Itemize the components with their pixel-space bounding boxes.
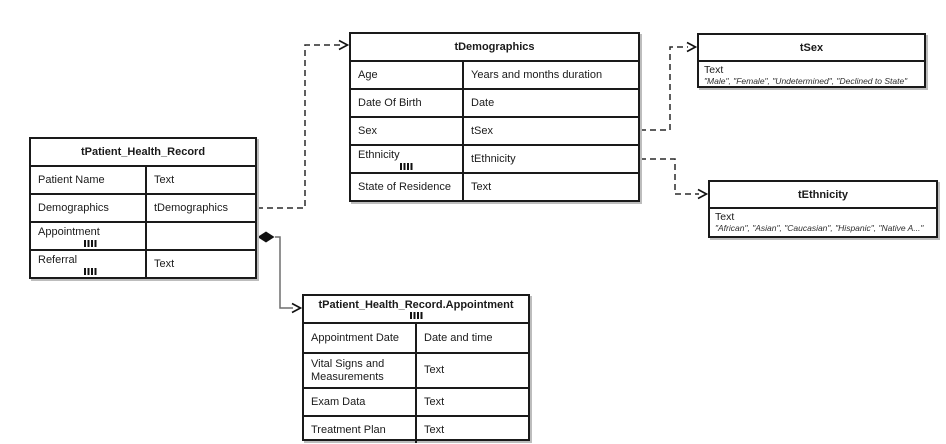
table-title: tPatient_Health_Record.Appointment [304,296,528,324]
field-name: Appointment Date [304,324,417,352]
base-type: Text [715,211,735,223]
table-row: Patient Name Text [31,167,255,193]
aggregation-diamond-icon [257,231,275,243]
table-row: Demographics tDemographics [31,193,255,221]
enum-values: "Male", "Female", "Undetermined", "Decli… [704,76,908,86]
field-type [147,223,255,249]
field-type: tDemographics [154,201,228,214]
arrow-icon [338,39,350,51]
table-row: State of Residence Text [351,172,638,200]
field-name: Referral [31,251,147,277]
arrow-icon [686,41,698,53]
repeat-icon [84,239,97,247]
table-title-label: tPatient_Health_Record.Appointment [318,299,514,311]
field-type: Date and time [424,331,493,344]
field-name-label: Appointment [38,225,100,238]
repeat-icon [409,312,423,319]
field-name: Vital Signs and Measurements [304,354,417,387]
field-type: Date [471,96,495,109]
field-name: Ethnicity [351,146,464,172]
field-name: Date Of Birth [351,90,464,116]
table-tpatient-health-record: tPatient_Health_Record Patient Name Text… [29,137,257,279]
connector-sex-line [640,46,688,131]
field-name: Treatment Plan [304,417,417,443]
arrow-icon [291,302,303,314]
type-body: Text "African", "Asian", "Caucasian", "H… [710,209,936,236]
enum-values: "African", "Asian", "Caucasian", "Hispan… [715,223,924,233]
repeat-icon [84,267,97,275]
field-type: Text [424,423,445,436]
field-name: State of Residence [351,174,464,200]
table-row: Vital Signs and Measurements Text [304,352,528,387]
field-type: tEthnicity [471,152,516,165]
base-type: Text [704,64,724,76]
field-name: Patient Name [31,167,147,193]
field-type: tSex [471,124,494,137]
arrow-icon [697,188,709,200]
field-name: Demographics [31,195,147,221]
table-title: tPatient_Health_Record [31,139,255,167]
field-name: Exam Data [304,389,417,415]
field-name-label: Ethnicity [358,148,400,161]
field-type: Text [154,173,175,186]
table-row: Treatment Plan Text [304,415,528,443]
table-tethnicity: tEthnicity Text "African", "Asian", "Cau… [708,180,938,238]
table-row: Exam Data Text [304,387,528,415]
table-tsex: tSex Text "Male", "Female", "Undetermine… [697,33,926,88]
table-title: tEthnicity [710,182,936,209]
field-name: Age [351,62,464,88]
field-name-label: Referral [38,253,78,266]
field-type: Text [424,364,445,376]
table-row: Referral Text [31,249,255,277]
table-row: Ethnicity tEthnicity [351,144,638,172]
repeat-icon [400,162,413,170]
type-body: Text "Male", "Female", "Undetermined", "… [699,62,924,89]
table-row: Appointment Date Date and time [304,324,528,352]
connector-appointment-line [275,236,293,309]
field-name: Appointment [31,223,147,249]
connector-ethnicity-line [640,158,699,195]
field-name: Sex [351,118,464,144]
table-title: tDemographics [351,34,638,62]
table-row: Age Years and months duration [351,62,638,88]
field-type: Text [424,395,445,408]
table-appointment: tPatient_Health_Record.Appointment Appoi… [302,294,530,443]
connector-demographics-line [257,44,340,209]
table-tdemographics: tDemographics Age Years and months durat… [349,32,640,202]
field-type: Text [154,257,175,270]
table-row: Appointment [31,221,255,249]
field-type: Text [471,180,492,193]
table-row: Sex tSex [351,116,638,144]
table-title: tSex [699,35,924,62]
table-row: Date Of Birth Date [351,88,638,116]
field-type: Years and months duration [471,68,603,81]
